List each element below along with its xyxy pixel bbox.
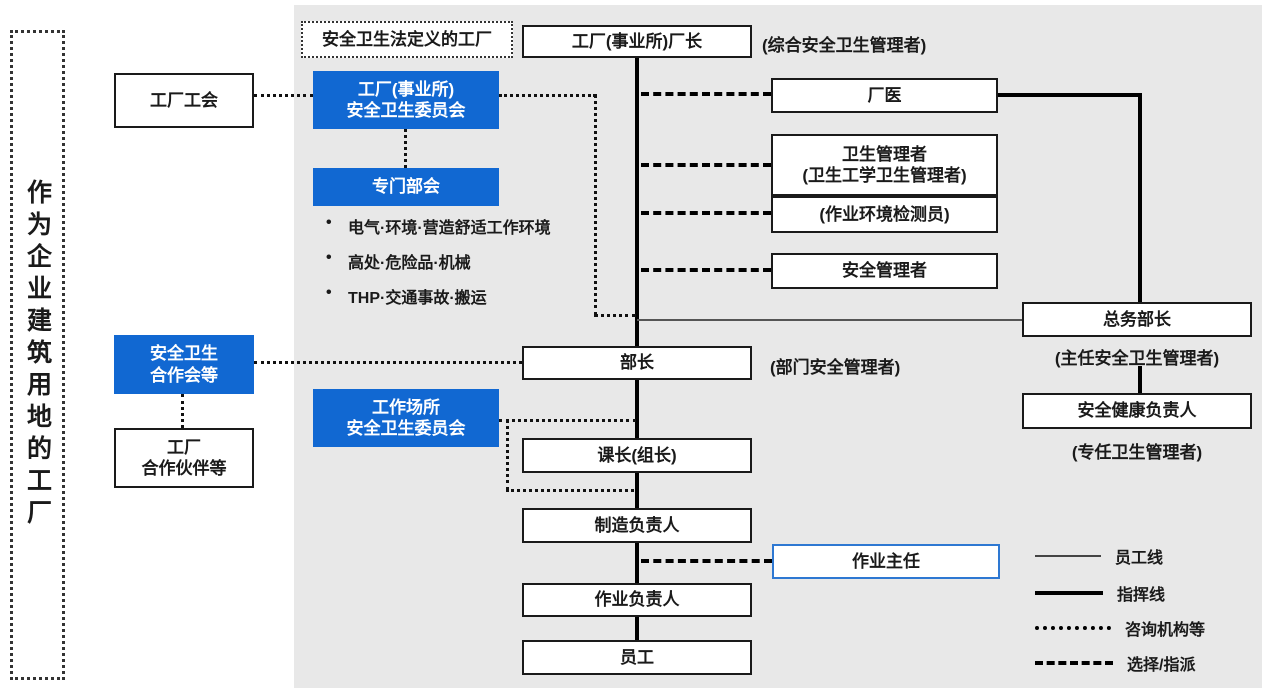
dotted-line-committee-right <box>499 94 596 97</box>
safety-manager-box: 安全管理者 <box>771 253 998 289</box>
workplace-committee-box: 工作场所 安全卫生委员会 <box>313 389 499 447</box>
subcommittee-topic: • 高处·危险品·机械 <box>326 249 626 273</box>
plant-committee-box: 工厂(事业所) 安全卫生委员会 <box>313 71 499 129</box>
staff-line-to-general-affairs <box>637 319 1022 321</box>
legend-label: 指挥线 <box>1117 587 1166 604</box>
dashed-line-hygiene-manager <box>641 163 771 167</box>
command-line-ga-down <box>1138 366 1142 393</box>
factory-head-note: (综合安全卫生管理者) <box>762 36 927 55</box>
subcommittee-topic: • 电气·环境·营造舒适工作环境 <box>326 214 626 238</box>
dotted-line-workplace-to-trunk <box>499 419 636 422</box>
dept-head-note: (部门安全管理者) <box>770 358 901 377</box>
legend-label: 员工线 <box>1115 550 1164 567</box>
thin-solid-line-icon <box>1035 555 1101 557</box>
factory-head-box: 工厂(事业所)厂长 <box>522 25 752 58</box>
dashed-line-icon <box>1035 661 1113 665</box>
bullet-icon: • <box>326 214 332 231</box>
factory-partners-box: 工厂 合作伙伴等 <box>114 428 254 488</box>
dotted-line-committee-down <box>594 94 597 316</box>
legend-item-selection-line: 选择/指派 <box>1035 653 1196 674</box>
dotted-line-workplace-branch-down <box>506 419 509 491</box>
dashed-line-env-inspector <box>641 211 771 215</box>
legend-label: 咨询机构等 <box>1125 622 1206 639</box>
command-line-trunk-3 <box>635 473 639 508</box>
subcommittee-topic-list: • 电气·环境·营造舒适工作环境 • 高处·危险品·机械 • THP·交通事故·… <box>326 214 626 319</box>
bullet-icon: • <box>326 284 332 301</box>
dotted-line-union-to-committee <box>254 94 313 97</box>
safety-health-note: (专任卫生管理者) <box>1071 443 1203 462</box>
dotted-line-coop-to-depthead <box>254 361 522 364</box>
command-line-doctor-down <box>1138 93 1142 303</box>
employees-box: 员工 <box>522 640 752 675</box>
section-chief-box: 课长(组长) <box>522 438 752 473</box>
legend-item-command-line: 指挥线 <box>1035 583 1166 604</box>
env-inspector-box: (作业环境检测员) <box>771 196 998 233</box>
operation-chief-box: 作业主任 <box>772 544 1000 579</box>
command-line-trunk-5 <box>635 617 639 640</box>
dashed-line-operation-chief <box>641 559 772 563</box>
coop-council-box: 安全卫生 合作会等 <box>114 335 254 394</box>
special-subcommittee-box: 专门部会 <box>313 168 499 206</box>
manufacturing-responsible-box: 制造负责人 <box>522 508 752 543</box>
subcommittee-topic-label: THP·交通事故·搬运 <box>348 290 487 307</box>
dashed-line-safety-manager <box>641 268 771 272</box>
legend-item-staff-line: 员工线 <box>1035 546 1164 567</box>
bullet-icon: • <box>326 249 332 266</box>
union-box: 工厂工会 <box>114 73 254 128</box>
legend-label: 选择/指派 <box>1127 657 1196 674</box>
safety-health-responsible-box: 安全健康负责人 <box>1022 393 1252 429</box>
dotted-line-icon <box>1035 626 1111 630</box>
thick-solid-line-icon <box>1035 591 1103 595</box>
subcommittee-topic-label: 电气·环境·营造舒适工作环境 <box>348 220 551 237</box>
general-affairs-head-box: 总务部长 <box>1022 302 1252 337</box>
subcommittee-topic-label: 高处·危险品·机械 <box>348 255 471 272</box>
dept-head-box: 部长 <box>522 346 752 380</box>
enterprise-site-label: 作为企业建筑用地的工厂 <box>23 179 52 531</box>
command-line-trunk-4 <box>635 543 639 583</box>
dotted-line-committee-to-subcommittee <box>404 129 407 168</box>
enterprise-site-frame: 作为企业建筑用地的工厂 <box>10 30 65 680</box>
hygiene-manager-box: 卫生管理者 (卫生工学卫生管理者) <box>771 134 998 196</box>
subcommittee-topic: • THP·交通事故·搬运 <box>326 284 626 308</box>
dotted-line-committee-to-trunk <box>594 314 636 317</box>
command-line-trunk-1 <box>635 57 639 346</box>
legal-definition-box: 安全卫生法定义的工厂 <box>301 21 513 58</box>
command-line-trunk-2 <box>635 380 639 438</box>
dotted-line-workplace-branch-right <box>506 489 634 492</box>
dotted-line-coop-to-partners <box>181 394 184 428</box>
doctor-box: 厂医 <box>771 78 998 113</box>
legend-item-consultation-line: 咨询机构等 <box>1035 618 1206 639</box>
dashed-line-doctor <box>641 92 771 96</box>
general-affairs-note: (主任安全卫生管理者) <box>1054 349 1220 368</box>
command-line-doctor-right <box>997 93 1142 97</box>
operation-responsible-box: 作业负责人 <box>522 583 752 617</box>
